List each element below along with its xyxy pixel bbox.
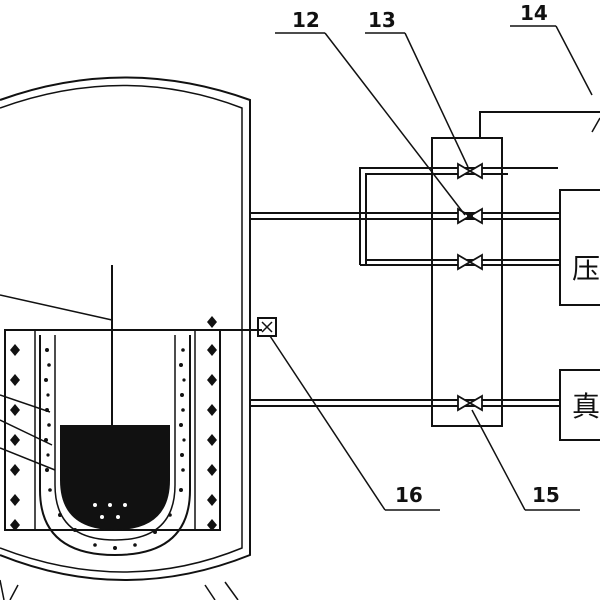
insulation-texture [44,348,186,550]
label-14: 14 [520,1,548,25]
label-13-group: 13 [365,8,469,168]
label-12-group: 12 [275,8,466,216]
valve-upper [457,162,483,180]
label-12: 12 [292,8,320,32]
sensor-16 [257,317,277,337]
induction-coil-right [207,316,217,531]
pressure-box: 压 [559,189,600,306]
label-14-group: 14 [510,1,593,96]
valve-15 [457,394,483,412]
vacuum-box-label: 真 [572,390,600,423]
induction-coil-left [10,344,20,531]
label-15: 15 [532,483,560,507]
molten-metal [60,425,170,530]
valve-lower [457,253,483,271]
pipework [250,111,600,427]
pressure-box-label: 压 [572,252,600,285]
label-13: 13 [368,8,396,32]
crucible-assembly [0,265,262,557]
vacuum-box: 真 [559,369,600,441]
label-16: 16 [395,483,423,507]
label-16-group: 16 [269,335,440,511]
vessel-shell [0,76,251,600]
label-15-group: 15 [471,409,580,511]
melt-bubbles [93,503,127,519]
